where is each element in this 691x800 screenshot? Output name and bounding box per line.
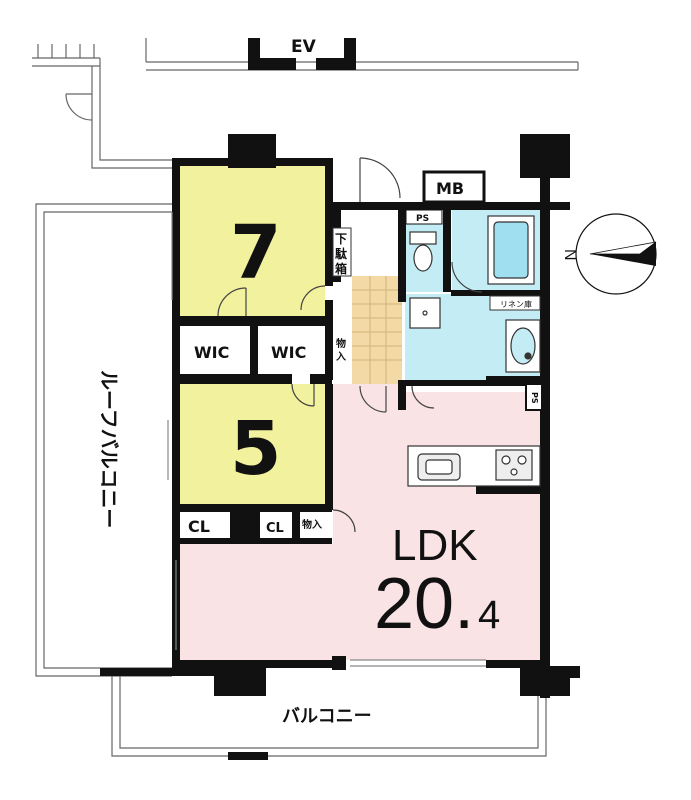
shoe-vertical-3: 箱	[335, 261, 347, 276]
ldk-size-decimal: 4	[478, 593, 500, 637]
walls	[100, 134, 580, 760]
shoe-closet	[332, 227, 352, 277]
shoe-vertical-2: 駄	[335, 246, 348, 261]
outside-structures	[32, 38, 579, 757]
wash-basin	[505, 319, 541, 373]
ps-top-label: PS	[416, 214, 429, 224]
ps-right-label: PS	[530, 392, 539, 404]
shoe-vertical-1: 下	[335, 232, 347, 246]
ev-label: EV	[291, 37, 317, 57]
mb-label: MB	[436, 179, 464, 198]
door-swings	[217, 157, 483, 533]
ps-top-box	[405, 209, 443, 225]
wic-fill-2	[258, 326, 326, 374]
hall-floor	[352, 276, 402, 384]
compass-n-label: N	[561, 249, 578, 261]
linen-shelf	[489, 295, 541, 311]
washer-place	[409, 297, 441, 329]
cl-label-1: CL	[188, 517, 210, 536]
bedroom-5-fill	[180, 384, 325, 504]
toilet-fixture	[409, 231, 437, 272]
hall-boards	[352, 276, 402, 384]
balcony-label: バルコニー	[282, 706, 372, 727]
ldk-label: LDK	[392, 521, 478, 570]
room-7-number: 7	[230, 210, 282, 296]
storage-vertical-2: 入	[336, 351, 346, 363]
elevator-walls	[248, 38, 356, 70]
roof-balcony-label: ルーフバルコニー	[97, 370, 121, 528]
wic-fill-1	[180, 326, 250, 374]
cl-label-2: CL	[266, 521, 284, 536]
windows	[167, 212, 486, 667]
storage-vertical-1: 物	[336, 337, 346, 350]
linen-label: リネン庫	[500, 299, 532, 309]
room-5-number: 5	[230, 406, 282, 492]
wic-label-2: WIC	[271, 343, 306, 362]
wic-label-1: WIC	[194, 343, 229, 362]
ldk-size-integer: 20.	[374, 564, 474, 644]
bathtub-fixture	[487, 215, 535, 285]
storage-small-label: 物入	[302, 518, 322, 531]
bedroom-7-fill	[180, 166, 325, 316]
compass: N	[561, 213, 657, 295]
kitchen-counter	[407, 445, 541, 487]
